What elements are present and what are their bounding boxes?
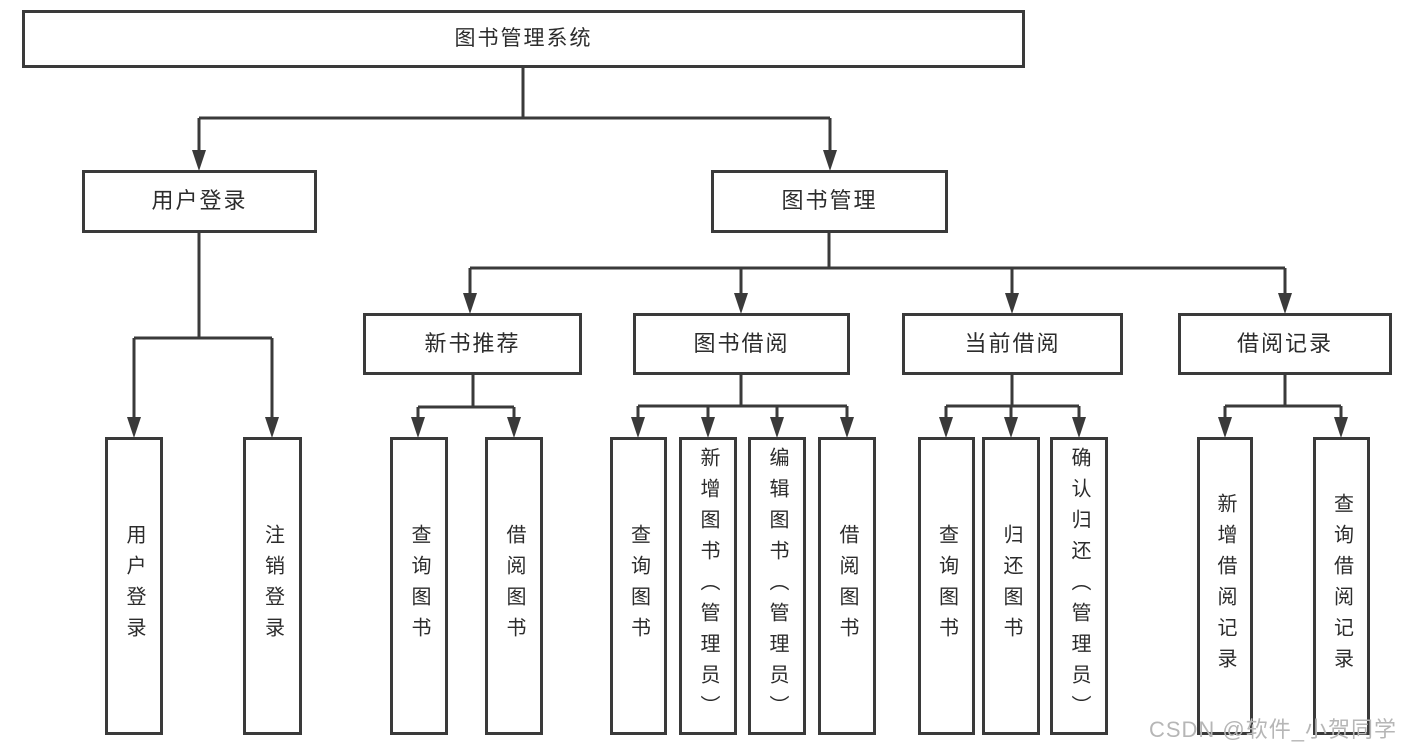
- node-book-borrowing: 图书借阅: [633, 313, 850, 375]
- leaf-add-books-admin: 新增图书（管理员）: [679, 437, 737, 735]
- node-user-login: 用户登录: [82, 170, 317, 233]
- leaf-borrow-books-borrowing: 借阅图书: [818, 437, 876, 735]
- leaf-return-books: 归还图书: [982, 437, 1040, 735]
- leaf-borrow-books-recommend: 借阅图书: [485, 437, 543, 735]
- leaf-user-login: 用户登录: [105, 437, 163, 735]
- leaf-logout-login: 注销登录: [243, 437, 302, 735]
- leaf-query-borrow-record: 查询借阅记录: [1313, 437, 1370, 735]
- leaf-confirm-return-admin: 确认归还（管理员）: [1050, 437, 1108, 735]
- leaf-query-books-current: 查询图书: [918, 437, 975, 735]
- leaf-add-borrow-record: 新增借阅记录: [1197, 437, 1253, 735]
- watermark-text: CSDN @软件_小贺同学: [1148, 717, 1397, 742]
- node-borrowing-records: 借阅记录: [1178, 313, 1392, 375]
- leaf-query-books-borrowing: 查询图书: [610, 437, 667, 735]
- node-new-book-recommendation: 新书推荐: [363, 313, 582, 375]
- arrowhead-icons: [127, 150, 1348, 438]
- leaf-edit-books-admin: 编辑图书（管理员）: [748, 437, 806, 735]
- leaf-query-books-recommend: 查询图书: [390, 437, 448, 735]
- node-book-management: 图书管理: [711, 170, 948, 233]
- node-library-management-system: 图书管理系统: [22, 10, 1025, 68]
- node-current-borrowing: 当前借阅: [902, 313, 1123, 375]
